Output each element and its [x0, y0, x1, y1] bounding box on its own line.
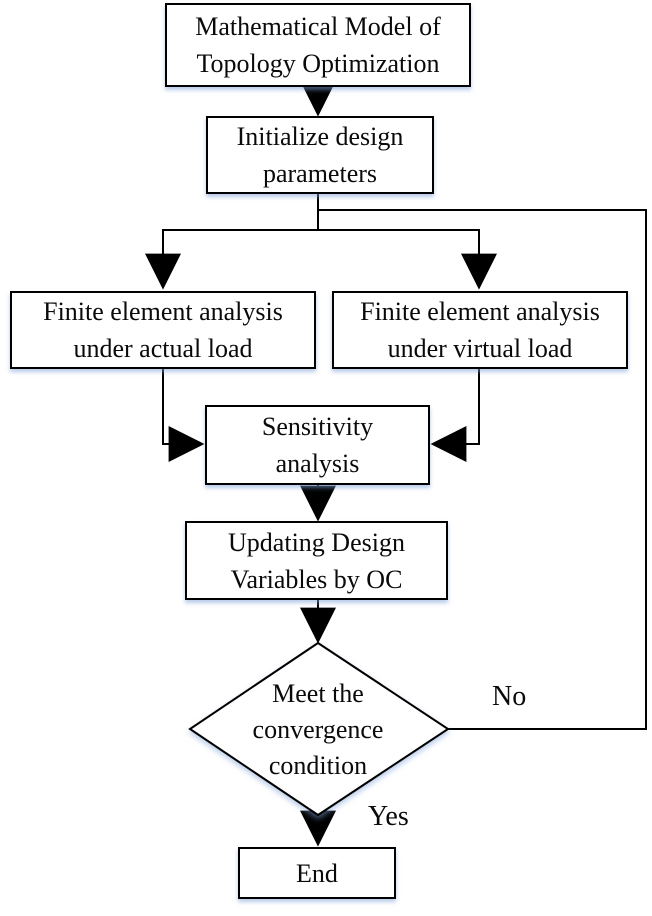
- node-fea-virtual-load: Finite element analysis under virtual lo…: [332, 291, 628, 369]
- edge-fea-virtual-to-sensitivity: [430, 369, 480, 462]
- node-update-design-variables: Updating Design Variables by OC: [185, 521, 448, 600]
- edge-feedback-no-loop: [319, 209, 647, 730]
- node-end-label: End: [296, 858, 338, 888]
- node-update-design-variables-label: Updating Design Variables by OC: [228, 527, 405, 594]
- node-initialize-parameters-label: Initialize design parameters: [236, 122, 404, 188]
- node-sensitivity-analysis-label: Sensitivity analysis: [261, 412, 374, 478]
- edge-label-yes: Yes: [368, 801, 409, 832]
- node-model-label: Mathematical Model of Topology Optimizat…: [195, 12, 441, 78]
- node-convergence-decision: Meet the convergence condition: [203, 675, 433, 785]
- node-initialize-parameters: Initialize design parameters: [206, 116, 434, 194]
- node-model: Mathematical Model of Topology Optimizat…: [165, 3, 471, 87]
- node-sensitivity-analysis: Sensitivity analysis: [205, 405, 430, 485]
- node-convergence-decision-label: Meet the convergence condition: [252, 679, 384, 780]
- node-fea-actual-load: Finite element analysis under actual loa…: [10, 291, 316, 369]
- decision-diamond-shape: [188, 641, 450, 817]
- edge-label-no: No: [492, 681, 527, 712]
- node-fea-virtual-load-label: Finite element analysis under virtual lo…: [360, 297, 600, 363]
- edge-fea-actual-to-sensitivity: [162, 369, 205, 462]
- node-fea-actual-load-label: Finite element analysis under actual loa…: [43, 297, 283, 363]
- node-end: End: [238, 847, 396, 899]
